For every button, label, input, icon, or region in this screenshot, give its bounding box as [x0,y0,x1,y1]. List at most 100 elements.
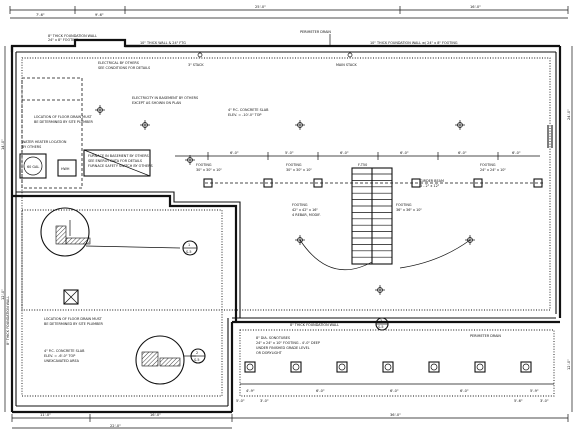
dim-low-5: 5'-9" [530,389,539,393]
wall-top-right-label: 10" THICK FOUNDATION WALL w/ 24" x 8" FO… [370,41,458,45]
dim-bottom-2: 16'-0" [150,413,161,417]
electrical-note-1: ELECTRICAL BY OTHERS [98,61,139,65]
lower-porch-area: 8" THICK FOUNDATION WALL PERIMETER DRAIN… [239,323,555,397]
sonotube-note-2: 24" x 24" x 10" FOOTING - 4'-0" DEEP [256,341,320,345]
sonotube [520,361,532,373]
girder-beam-title: GIRDER BEAM [420,179,444,183]
sonotube-note-1: 8" DIA. SONOTUBES [256,336,290,340]
girder-beam-size: 3 - 2" x 12" [420,184,440,188]
right-dimension-string: 24'-0" 12'-0" [567,46,573,412]
dim-top-1: 7'-6" [36,13,45,17]
dim-small-4: 3'-0" [540,399,549,403]
light-fixtures [95,105,475,295]
dim-bottom-3: 36'-0" [390,413,401,417]
detail-callout-1 [40,207,181,257]
water-heater-tag: 60 GAL [27,165,39,169]
section-tag-2-sheet: S-5 [194,358,200,362]
footing-5-size: 36" x 36" x 10" [396,208,422,212]
utility-room: LOCATION OF FLOOR DRAIN MUST BE DETERMIN… [19,77,94,189]
section-tag-1-num: 1 [188,243,190,247]
electricity-note-1: ELECTRICITY IN BASEMENT BY OTHERS [132,96,198,100]
slab-note-top-1: 4" P.C. CONCRETE SLAB [228,108,269,112]
water-heater-note-1: WATER HEATER LOCATION [22,140,67,144]
perimeter-drain-top-label: PERIMETER DRAIN [300,30,331,34]
footing-1-size: 30" x 30" x 10" [196,168,222,172]
section-tag-2: 2 S-5 [190,348,206,364]
footing-4-size: 42" x 42" x 16" [292,208,318,212]
footing-2-title: FOOTING [286,163,302,167]
section-tag-3-sheet: S-5 [378,325,384,329]
section-tag-1: 1 S-5 [182,240,198,256]
furnace-note-1: FURNACE IN BASEMENT BY OTHERS [88,154,149,158]
bottom-dimension-string: 11'-0" 16'-0" 36'-0" 22'-0" [11,413,569,429]
footing-2-size: 30" x 30" x 10" [286,168,312,172]
dim-low-4: 6'-0" [460,389,469,393]
slab-note-low-2: ELEV. = -6'-0" TOP [44,354,75,358]
dim-low-2: 6'-0" [316,389,325,393]
top-dimension-string: 7'-6" 9'-6" 25'-0" 16'-0" [9,5,569,19]
floor-drain-symbol [63,289,79,305]
dim-bottom-1: 11'-0" [40,413,51,417]
floor-drain-note-low-1: LOCATION OF FLOOR DRAIN MUST [44,317,103,321]
dim-left-2: 12'-0" [1,289,5,300]
electrical-note-2: SEE CONDITIONS FOR DETAILS [98,66,150,70]
dim-top-4: 16'-0" [470,5,481,9]
dim-int-5: 6'-0" [458,151,467,155]
girder-beam-line: FOOTING 30" x 30" x 10" FOOTING 30" x 30… [196,163,545,217]
footing-5-title: FOOTING [396,203,412,207]
dim-bottom-lower: 22'-0" [110,424,121,428]
footing-top-left-label: 24" x 8" FOOTING [48,38,79,42]
dim-small-2: 3'-0" [260,399,269,403]
interior-dimension-string: 6'-0" 5'-0" 6'-0" 6'-0" 6'-0" 6'-0" [175,151,540,160]
furnace-note-2: SEE ENERGY DATA FOR DETAILS [88,159,142,163]
dim-low-3: 6'-0" [390,389,399,393]
vent-stack-label: 3" STACK [188,63,204,67]
sonotube [382,361,394,373]
wall-top-mid-label: 10" THICK WALL & 24" FTG [140,41,186,45]
dim-right-2: 12'-0" [567,359,571,370]
slab-note-low-1: 4" P.C. CONCRETE SLAB [44,349,85,353]
footing-3-size: 24" x 24" x 10" [480,168,506,172]
wall-top-left-label: 8" THICK FOUNDATION WALL [48,34,97,38]
perimeter-drain-right-label: PERIMETER DRAIN [470,334,501,338]
floor-drain-note-top-2: BE DETERMINED BY SITE PLUMBER [34,120,94,124]
dim-int-6: 6'-0" [512,151,521,155]
slab-note-top-2: ELEV. = -10'-0" TOP [228,113,261,117]
stair-tag: F-T50 [358,163,367,167]
sonotube [474,361,486,373]
footing-1-title: FOOTING [196,163,212,167]
wall-lower-right-label: 8" THICK FOUNDATION WALL [290,323,339,327]
sonotube-note-4: OR DORYLIGHT [256,351,283,355]
section-tag-2-num: 2 [196,351,198,355]
section-tag-3-num: 3 [380,319,382,323]
footing-3-title: FOOTING [480,163,496,167]
dim-int-1: 6'-0" [230,151,239,155]
furnace-area: FURNACE IN BASEMENT BY OTHERS SEE ENERGY… [83,149,153,177]
water-heater-note-2: BY OTHERS [22,145,41,149]
dim-top-2: 9'-6" [95,13,104,17]
dim-right-1: 24'-0" [567,109,571,120]
hwh-tag: HWH [61,167,70,171]
dim-top-3: 25'-0" [255,5,266,9]
slab-note-low-3: UNEXCAVATED AREA [44,359,80,363]
floor-drain-note-low-2: BE DETERMINED BY SITE PLUMBER [44,322,104,326]
footing-4-note: 4 REBAR, MODIF. [292,213,321,217]
sonotube [428,361,440,373]
unexcavated-area-walls [12,191,241,397]
sonotube [244,361,256,373]
section-tag-1-sheet: S-5 [186,250,192,254]
detail-callout-2 [135,335,196,385]
floor-drain-note-top-1: LOCATION OF FLOOR DRAIN MUST [34,115,93,119]
section-tag-3: 3 S-5 [375,317,389,331]
electricity-note-2: EXCEPT AS SHOWN ON PLAN [132,101,181,105]
sonotube [336,361,348,373]
wall-left-vertical-label: 8" THICK FOUNDATION WALL [6,296,10,345]
dim-low-1: 4'-9" [246,389,255,393]
dim-small-1: 5'-0" [236,399,245,403]
sonotube-note-3: UNDER FINISHED GRADE LEVEL [256,346,310,350]
furnace-note-3: FURNACE SAFETY SWITCH BY OTHERS [88,164,153,168]
stacks: 3" STACK MAIN STACK [188,52,357,67]
dim-small-3: 5'-6" [514,399,523,403]
dim-int-3: 6'-0" [340,151,349,155]
